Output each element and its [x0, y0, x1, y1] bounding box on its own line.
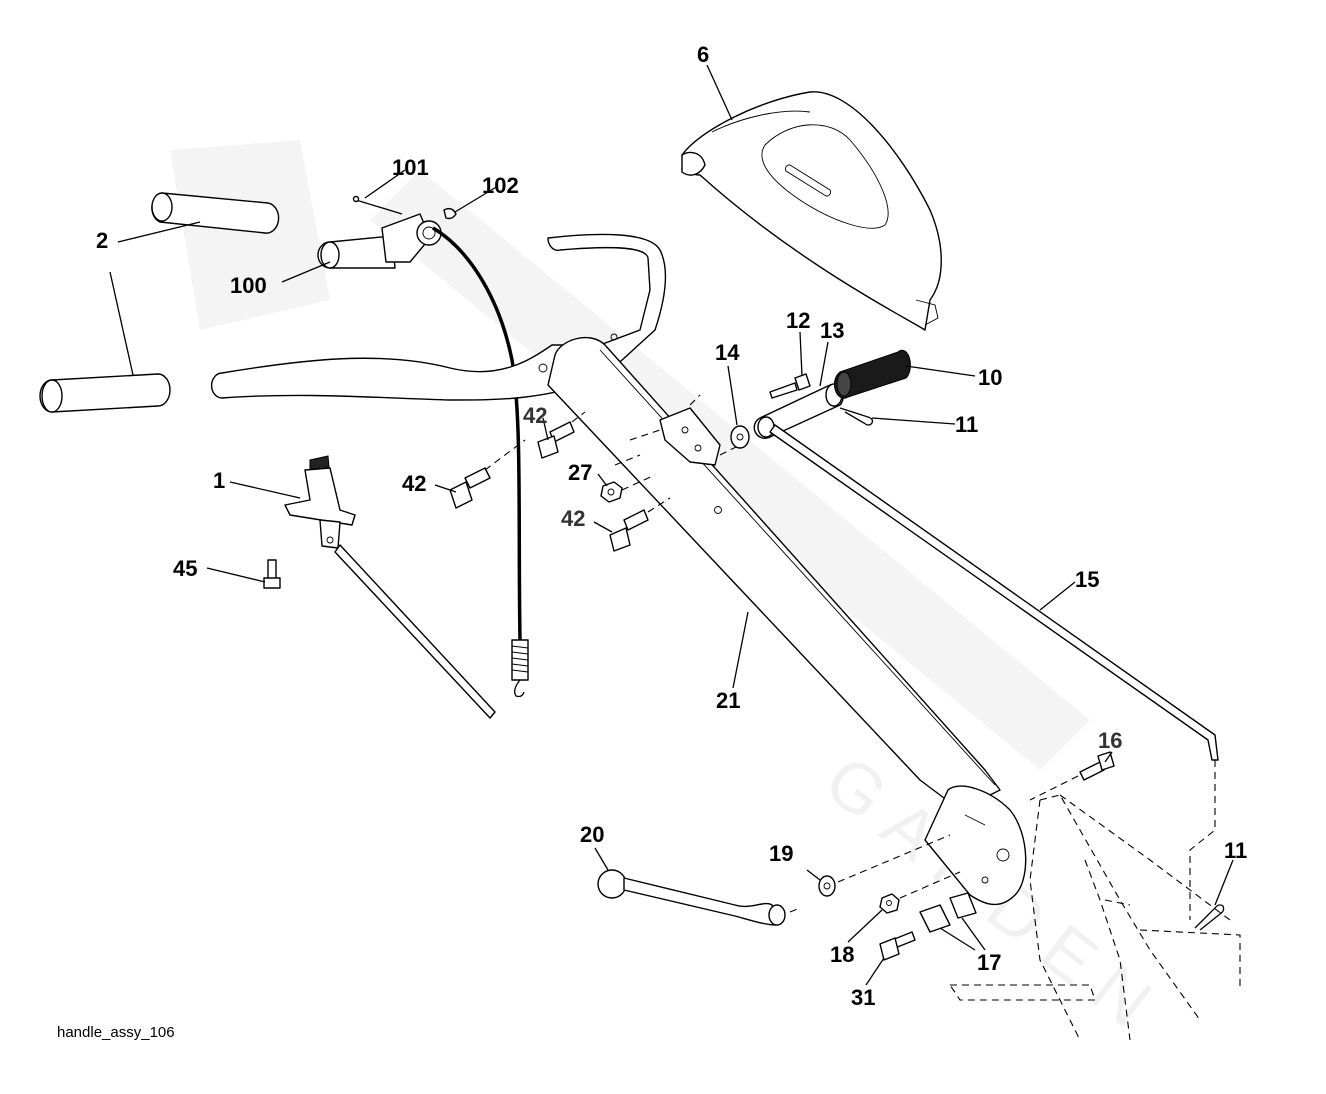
callout-14: 14	[715, 340, 740, 365]
part-6-cover	[681, 91, 942, 331]
part-2-grips	[39, 192, 280, 413]
part-19-washer	[818, 834, 951, 897]
callout-17: 17	[977, 950, 1001, 975]
watermark: GARDEN	[170, 140, 1180, 1053]
callout-19: 19	[769, 841, 793, 866]
callout-2: 2	[96, 228, 108, 253]
callout-42-c: 42	[561, 506, 585, 531]
callout-101: 101	[392, 155, 429, 180]
part-11-clip-upper	[839, 407, 874, 426]
callout-11-upper: 11	[955, 412, 978, 437]
part-13-pivot	[753, 383, 844, 439]
callout-16: 16	[1098, 728, 1122, 753]
callout-102: 102	[482, 173, 519, 198]
callout-42-a: 42	[402, 471, 426, 496]
callout-20: 20	[580, 822, 604, 847]
part-11-clip-lower	[1194, 904, 1225, 931]
part-27-nut	[600, 454, 656, 503]
diagram-caption: handle_assy_106	[57, 1024, 175, 1041]
handlebar-upper	[210, 233, 667, 401]
part-100-control-grip	[317, 195, 457, 269]
part-1-bracket	[284, 455, 496, 719]
callouts: 6 101 102 2 100 12 13 14 10 42 11 1 27 4…	[96, 42, 1247, 1010]
callout-13: 13	[820, 318, 844, 343]
part-21-handle-tube	[547, 336, 1001, 811]
part-20-lever	[597, 869, 801, 926]
callout-1: 1	[213, 468, 225, 493]
leader-lines	[109, 64, 1234, 986]
callout-27: 27	[568, 460, 592, 485]
part-14-spacer	[730, 425, 750, 449]
callout-10: 10	[978, 365, 1002, 390]
part-12-bolt	[769, 373, 811, 399]
callout-31: 31	[851, 985, 875, 1010]
tiller-frame	[948, 794, 1241, 1041]
part-31-bolt	[879, 931, 916, 961]
callout-42-b: 42	[523, 403, 547, 428]
handle-pivot-bracket	[924, 785, 1027, 906]
callout-45: 45	[173, 556, 197, 581]
callout-12: 12	[786, 308, 810, 333]
part-15-rod	[769, 424, 1219, 920]
part-10-knob	[833, 349, 911, 399]
callout-6: 6	[697, 42, 709, 67]
callout-18: 18	[830, 942, 854, 967]
part-42-bolt-a	[449, 439, 526, 509]
callout-100: 100	[230, 273, 267, 298]
part-42-bolt-b	[537, 411, 586, 459]
callout-11-lower: 11	[1224, 838, 1247, 863]
part-45-bolt	[263, 559, 281, 589]
part-18-nut	[879, 871, 961, 914]
part-42-bolt-c	[609, 497, 671, 552]
callout-15: 15	[1075, 567, 1099, 592]
callout-21: 21	[716, 688, 740, 713]
part-17-pads	[919, 892, 977, 933]
